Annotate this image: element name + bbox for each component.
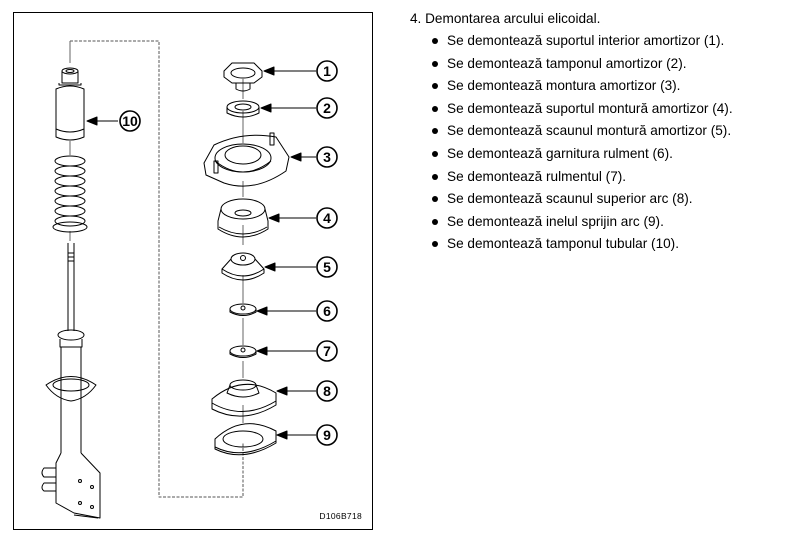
list-item: Se demontează montura amortizor (3). — [432, 78, 790, 94]
svg-text:8: 8 — [323, 383, 331, 399]
exploded-view-figure: 1 2 3 4 5 6 7 8 9 10 D106B718 — [13, 12, 373, 530]
part-10-tubular-bumper — [55, 67, 85, 141]
coil-spring — [52, 155, 88, 233]
axis-lines — [69, 41, 244, 423]
svg-text:7: 7 — [323, 343, 331, 359]
bullet-icon — [432, 128, 438, 135]
list-item: Se demontează inelul sprijin arc (9). — [432, 214, 790, 230]
callout-3: 3 — [316, 146, 338, 168]
bullet-icon — [432, 218, 438, 225]
callout-9: 9 — [316, 424, 338, 446]
part-4-mount-support — [217, 198, 269, 238]
bullet-icon — [432, 60, 438, 67]
list-item: Se demontează tamponul tubular (10). — [432, 236, 790, 252]
list-item: Se demontează tamponul amortizor (2). — [432, 56, 790, 72]
part-1-inner-mount — [223, 62, 263, 92]
part-6-bearing-seal — [229, 303, 257, 316]
svg-text:9: 9 — [323, 427, 331, 443]
bullet-icon — [432, 150, 438, 157]
instructions: 4. Demontarea arcului elicoidal. Se demo… — [410, 11, 790, 259]
bullet-icon — [432, 196, 438, 203]
svg-text:4: 4 — [323, 210, 331, 226]
svg-text:5: 5 — [323, 259, 331, 275]
part-5-mount-seat — [221, 252, 265, 281]
list-item: Se demontează suportul montură amortizor… — [432, 101, 790, 117]
list-item: Se demontează garnitura rulment (6). — [432, 146, 790, 162]
step-list: Se demontează suportul interior amortizo… — [410, 33, 790, 252]
svg-text:1: 1 — [323, 63, 331, 79]
list-item: Se demontează scaunul superior arc (8). — [432, 191, 790, 207]
svg-text:2: 2 — [323, 100, 331, 116]
bullet-icon — [432, 241, 438, 248]
svg-text:10: 10 — [122, 113, 138, 129]
callout-4: 4 — [316, 207, 338, 229]
part-3-strut-mount — [203, 132, 290, 187]
callout-2: 2 — [316, 97, 338, 119]
bullet-icon — [432, 83, 438, 90]
callout-7: 7 — [316, 340, 338, 362]
strut-diagram: 1 2 3 4 5 6 7 8 9 10 — [41, 40, 338, 519]
figure-code: D106B718 — [319, 511, 362, 521]
callout-10: 10 — [119, 110, 141, 132]
callout-6: 6 — [316, 300, 338, 322]
shock-absorber — [41, 243, 101, 519]
part-8-upper-spring-seat — [211, 379, 277, 417]
callout-arrows — [86, 66, 316, 440]
part-2-bump-stop — [226, 100, 260, 118]
step-heading: 4. Demontarea arcului elicoidal. — [410, 11, 601, 26]
callout-1: 1 — [316, 60, 338, 82]
list-item: Se demontează scaunul montură amortizor … — [432, 123, 790, 139]
svg-text:6: 6 — [323, 303, 331, 319]
part-7-bearing — [229, 345, 257, 358]
part-9-spring-seat-ring — [214, 423, 277, 456]
callout-5: 5 — [316, 256, 338, 278]
bullet-icon — [432, 173, 438, 180]
assembly-guide-line — [70, 40, 244, 498]
callout-8: 8 — [316, 380, 338, 402]
bullet-icon — [432, 105, 438, 112]
svg-text:3: 3 — [323, 149, 331, 165]
list-item: Se demontează rulmentul (7). — [432, 169, 790, 185]
list-item: Se demontează suportul interior amortizo… — [432, 33, 790, 49]
bullet-icon — [432, 38, 438, 44]
